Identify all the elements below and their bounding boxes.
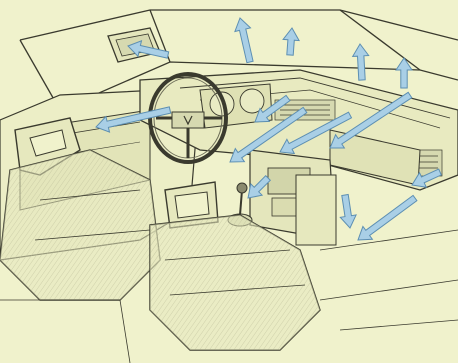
illustration-frame	[0, 0, 458, 363]
car-interior-illustration	[0, 0, 458, 363]
